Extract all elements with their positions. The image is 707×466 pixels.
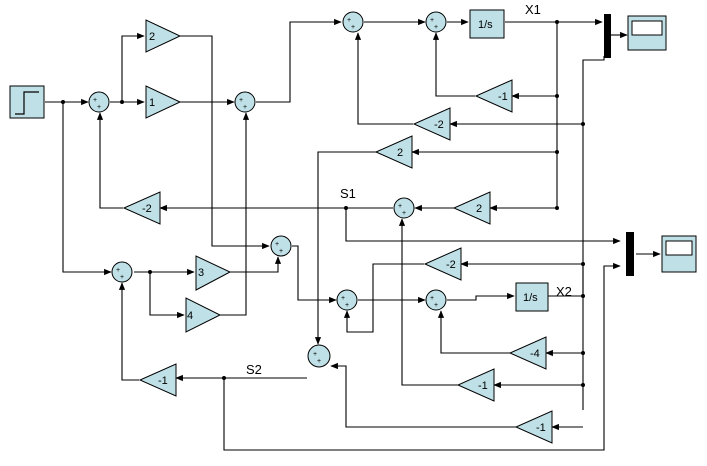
signal-label-s1: S1	[340, 186, 356, 201]
svg-text:2: 2	[397, 147, 403, 159]
svg-text:+: +	[345, 302, 349, 309]
svg-text:+: +	[317, 358, 321, 365]
sum-block[interactable]: + +	[111, 261, 133, 283]
svg-text:-1: -1	[536, 422, 546, 434]
gain-block[interactable]: 1	[145, 85, 182, 119]
svg-text:+: +	[239, 97, 243, 104]
connection-lines	[45, 18, 661, 451]
scope-block[interactable]	[627, 15, 667, 51]
svg-text:+: +	[398, 203, 402, 210]
svg-text:-1: -1	[478, 380, 488, 392]
sum-block[interactable]: + +	[88, 91, 110, 113]
gain-block[interactable]: -1	[514, 410, 553, 444]
svg-text:+: +	[93, 97, 97, 104]
step-source-block[interactable]	[9, 85, 45, 119]
svg-text:-1: -1	[498, 91, 508, 103]
svg-text:+: +	[120, 274, 124, 281]
svg-text:-2: -2	[446, 259, 456, 271]
svg-text:+: +	[97, 104, 101, 111]
svg-text:-2: -2	[434, 119, 444, 131]
signal-label-x1: X1	[525, 2, 541, 17]
svg-text:+: +	[341, 295, 345, 302]
gain-block[interactable]: -2	[122, 191, 161, 225]
svg-text:1: 1	[149, 97, 155, 109]
scope-block[interactable]	[661, 235, 697, 273]
svg-text:-4: -4	[530, 348, 540, 360]
svg-text:-2: -2	[142, 203, 152, 215]
gain-block[interactable]: -2	[423, 247, 462, 281]
gain-block[interactable]: 3	[195, 255, 232, 291]
sum-block[interactable]: + +	[393, 197, 415, 219]
mux-bar[interactable]	[626, 232, 634, 276]
svg-text:+: +	[351, 24, 355, 31]
sum-block[interactable]: + +	[234, 91, 256, 113]
branch-points	[61, 20, 585, 387]
svg-text:3: 3	[198, 267, 204, 279]
sum-block[interactable]: + +	[336, 289, 358, 311]
svg-text:+: +	[434, 24, 438, 31]
integrator-block-x2[interactable]: 1/s	[515, 282, 549, 312]
svg-text:+: +	[402, 210, 406, 217]
integrator-label: 1/s	[523, 292, 538, 304]
gain-block[interactable]: -1	[138, 363, 177, 397]
svg-text:2: 2	[476, 203, 482, 215]
svg-text:+: +	[434, 302, 438, 309]
sum-block[interactable]: + +	[425, 289, 447, 311]
svg-text:+: +	[313, 351, 317, 358]
svg-text:-1: -1	[158, 375, 168, 387]
gain-block[interactable]: -2	[412, 107, 451, 141]
sum-block[interactable]: + +	[425, 11, 447, 33]
gain-block[interactable]: -1	[456, 368, 495, 402]
sum-block[interactable]: + +	[270, 235, 292, 257]
svg-text:+: +	[430, 17, 434, 24]
sum-block[interactable]: + +	[342, 11, 364, 33]
integrator-block-x1[interactable]: 1/s	[469, 9, 505, 39]
gain-block[interactable]: 2	[374, 135, 413, 169]
sum-block[interactable]: + +	[307, 344, 331, 368]
mux-bar[interactable]	[604, 14, 611, 58]
gain-block[interactable]: -4	[508, 336, 547, 370]
svg-text:2: 2	[149, 31, 155, 43]
svg-text:+: +	[275, 241, 279, 248]
gain-block[interactable]: -1	[474, 79, 513, 113]
svg-text:+: +	[347, 17, 351, 24]
svg-text:+: +	[243, 104, 247, 111]
signal-label-x2: X2	[556, 284, 572, 299]
svg-text:4: 4	[187, 310, 193, 322]
integrator-label: 1/s	[478, 19, 493, 31]
signal-label-s2: S2	[246, 362, 262, 377]
gain-block[interactable]: 2	[145, 19, 182, 53]
svg-text:+: +	[430, 295, 434, 302]
gain-block[interactable]: 2	[452, 191, 491, 225]
svg-text:+: +	[279, 248, 283, 255]
gain-block[interactable]: 4	[185, 297, 222, 333]
svg-text:+: +	[116, 267, 120, 274]
